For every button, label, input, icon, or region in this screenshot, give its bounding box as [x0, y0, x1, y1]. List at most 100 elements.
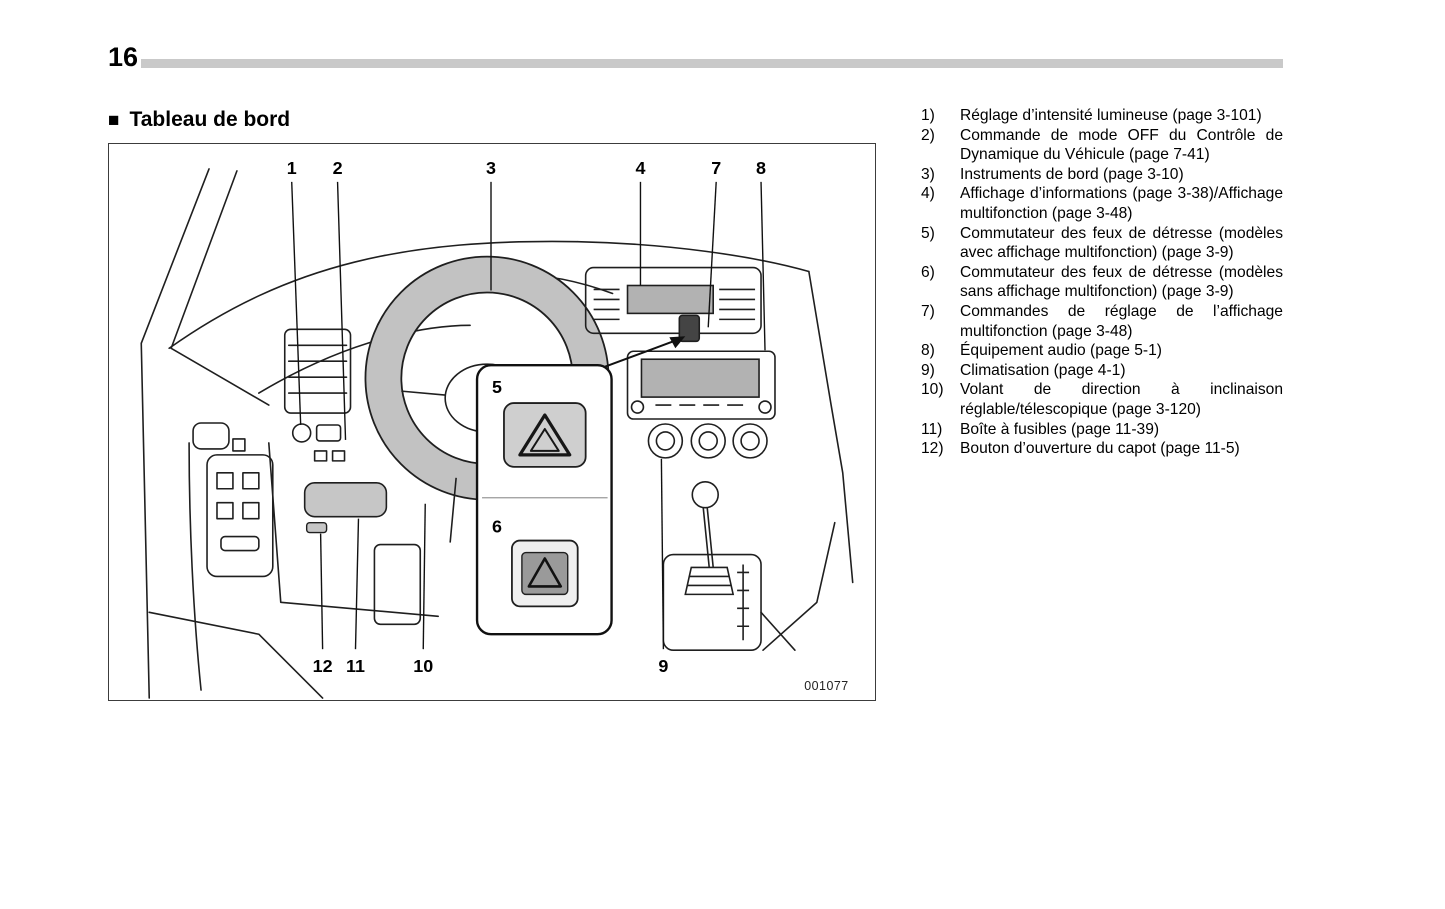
door-sill [170, 347, 270, 406]
small-switch [313, 450, 328, 462]
climate-knob [690, 423, 726, 459]
legend-item: 6) Commutateur des feux de détresse (mod… [921, 263, 1283, 302]
audio-knob-left [630, 400, 645, 414]
door-handle [192, 422, 230, 450]
legend-item: 1) Réglage d’intensité lumineuse (page 3… [921, 106, 1283, 126]
right-center-vent [719, 288, 756, 321]
leader-12 [319, 533, 324, 650]
callout-4: 4 [635, 158, 645, 178]
legend-item-text: Équipement audio (page 5-1) [960, 342, 1162, 360]
leader-9 [660, 458, 665, 650]
climate-knob-inner [740, 431, 760, 451]
legend-item: 5) Commutateur des feux de détresse (mod… [921, 224, 1283, 263]
legend-item-number: 1) [921, 107, 935, 124]
legend-item: 12) Bouton d’ouverture du capot (page 11… [921, 439, 1283, 459]
legend-item: 9) Climatisation (page 4-1) [921, 361, 1283, 381]
shift-lever [702, 507, 714, 568]
info-display [626, 284, 715, 315]
callout-3: 3 [486, 158, 496, 178]
left-vent [283, 328, 352, 414]
legend-item-number: 3) [921, 165, 935, 183]
audio-unit [626, 350, 776, 420]
left-center-vent [593, 288, 620, 321]
dash-second-line [258, 324, 471, 394]
callout-10: 10 [413, 656, 433, 676]
window-switch [242, 501, 260, 520]
inset-arrow-line [603, 340, 674, 369]
legend-item: 7) Commandes de réglage de l’affichage m… [921, 302, 1283, 341]
header-rule [141, 59, 1283, 68]
shift-gate-slots [737, 564, 750, 641]
hazard-triangle-icon [518, 413, 572, 457]
legend-item: 4) Affichage d’informations (page 3-38)/… [921, 184, 1283, 223]
legend-item-text: Réglage d’intensité lumineuse (page 3-10… [960, 107, 1262, 124]
legend: 1) Réglage d’intensité lumineuse (page 3… [921, 106, 1283, 459]
legend-item-text: Commande de mode OFF du Contrôle de Dyna… [960, 126, 1283, 164]
climate-knob [647, 423, 684, 459]
figure-code: 001077 [804, 679, 849, 693]
dashboard-illustration: 1 2 3 4 7 8 5 6 12 11 10 9 001077 [140, 158, 854, 699]
legend-item-text: Affichage d’informations (page 3-38)/Aff… [960, 185, 1283, 222]
hazard-switch-with-display [503, 402, 587, 468]
floor-line-right [760, 611, 796, 651]
window-switch [216, 472, 234, 490]
leader-11 [354, 518, 360, 650]
a-pillar-line [140, 168, 210, 345]
door-edge [140, 342, 151, 699]
dashboard-figure: 1 2 3 4 7 8 5 6 12 11 10 9 001077 [108, 143, 876, 701]
hazard-triangle-inner-icon [529, 427, 560, 452]
door-lock-switch [220, 535, 260, 552]
legend-item-number: 5) [921, 224, 935, 242]
legend-item-text: Instruments de bord (page 3-10) [960, 165, 1184, 183]
fuse-box-cover [303, 481, 388, 518]
callout-8: 8 [756, 158, 766, 178]
shift-knob [691, 480, 719, 509]
leader-2 [336, 181, 347, 440]
vdc-off-switch [315, 424, 342, 442]
leader-1 [291, 181, 302, 426]
floor-line-left [148, 611, 324, 699]
kick-panel [373, 543, 422, 626]
legend-item-text: Commutateur des feux de détresse (modèle… [960, 224, 1283, 262]
callout-5: 5 [492, 377, 502, 397]
legend-item-number: 10) [921, 381, 944, 399]
window-switch-panel [206, 454, 274, 578]
callout-2: 2 [333, 158, 343, 178]
section-heading: ■ Tableau de bord [108, 108, 290, 132]
climate-knob [732, 423, 768, 459]
shift-gate-plate [662, 553, 762, 651]
legend-item-number: 12) [921, 440, 944, 458]
legend-item-number: 8) [921, 342, 935, 360]
legend-item-text: Boîte à fusibles (page 11-39) [960, 420, 1160, 438]
knee-panel-line [268, 442, 439, 618]
dash-top-right [576, 240, 810, 273]
dash-right-edge [808, 270, 854, 584]
shift-boot [684, 566, 735, 596]
legend-item: 10) Volant de direction à inclinaison ré… [921, 380, 1283, 419]
hazard-switch-face [521, 551, 569, 596]
legend-item-number: 6) [921, 263, 935, 281]
audio-screen [640, 358, 760, 398]
hazard-switch-dash [678, 314, 701, 343]
console-right-line [762, 521, 836, 651]
legend-item-text: Commandes de réglage de l’affichage mult… [960, 302, 1283, 340]
left-vent-slats [287, 344, 348, 394]
window-switch [242, 472, 260, 490]
center-binnacle [584, 266, 762, 335]
door-panel-line [188, 442, 202, 691]
callout-1: 1 [287, 158, 297, 178]
climate-knob-inner [655, 431, 676, 451]
legend-item-number: 7) [921, 302, 935, 320]
audio-knob-right [758, 400, 772, 414]
a-pillar-inner-line [170, 170, 238, 350]
callout-6: 6 [492, 517, 502, 537]
section-title: Tableau de bord [129, 108, 291, 131]
legend-item: 3) Instruments de bord (page 3-10) [921, 165, 1283, 185]
inset-arrow-head [669, 336, 686, 349]
callout-9: 9 [658, 656, 668, 676]
legend-item-number: 2) [921, 126, 935, 144]
section-marker-icon: ■ [108, 109, 120, 131]
small-switch [331, 450, 346, 462]
legend-item-text: Commutateur des feux de détresse (modèle… [960, 263, 1283, 301]
